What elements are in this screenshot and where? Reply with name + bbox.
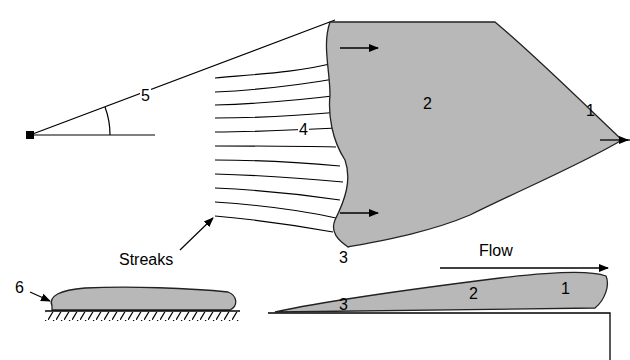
angle-callout: 5 [140, 88, 151, 104]
callout-number: 3 [338, 297, 349, 313]
callout-number: 6 [14, 280, 25, 296]
streaks-label: Streaks [118, 252, 174, 268]
callout-number: 4 [298, 122, 309, 138]
callout-number: 1 [585, 103, 596, 119]
callout-number: 1 [560, 281, 571, 297]
callout-number: 2 [422, 96, 433, 112]
callout-number: 3 [338, 250, 349, 266]
flow-label: Flow [478, 243, 514, 259]
callout-number: 2 [468, 286, 479, 302]
